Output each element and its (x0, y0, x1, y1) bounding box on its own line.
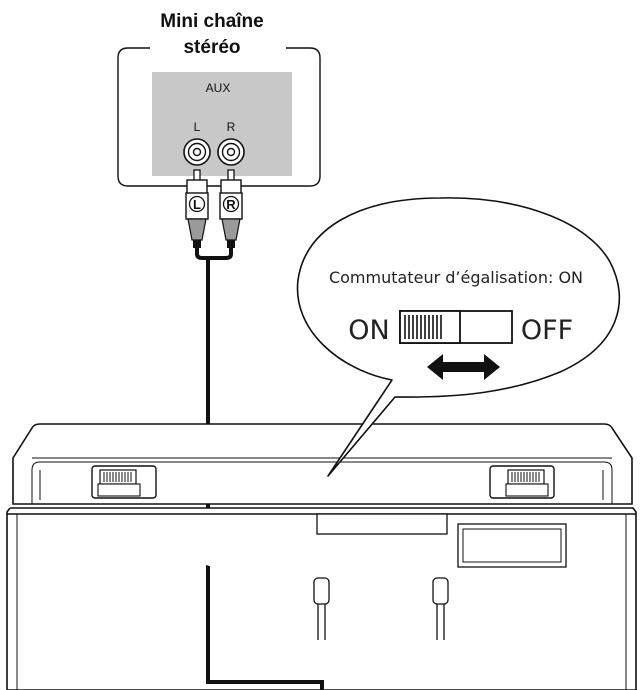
hinge-left-icon (91, 465, 157, 499)
rca-cable: L R (185, 169, 324, 690)
cable-clamp-right-icon (432, 577, 449, 640)
switch-off-label: OFF (521, 315, 573, 346)
callout-caption: Commutateur d’égalisation: ON (329, 268, 583, 287)
jack-left-label: L (194, 120, 201, 134)
equalizer-callout: Commutateur d’égalisation: ON ON OFF (296, 197, 621, 477)
jack-right-label: R (227, 120, 236, 134)
lid-inner (31, 461, 613, 504)
cable-wire-right (208, 248, 233, 260)
rear-label-plate (316, 513, 448, 535)
rating-plate-inner (462, 528, 562, 563)
rca-jack-left-icon[interactable] (183, 138, 211, 166)
hinge-right-icon (489, 465, 555, 499)
plug-right-label: R (226, 197, 236, 212)
switch-on-label: ON (348, 315, 389, 346)
turntable-lid (12, 423, 633, 505)
device-frame (117, 47, 321, 187)
device-title-line2: stéréo (183, 37, 240, 58)
equalizer-switch[interactable] (399, 310, 513, 344)
switch-knob[interactable] (399, 310, 461, 344)
cable-clamp-left-icon (313, 577, 330, 640)
mini-stereo-device: Mini chaîne stéréo AUX L R (117, 11, 321, 187)
plug-left-label: L (193, 197, 201, 212)
turntable (6, 423, 637, 690)
device-title-line1: Mini chaîne (160, 11, 263, 32)
rca-jack-right-icon[interactable] (217, 138, 245, 166)
aux-label: AUX (206, 81, 231, 95)
double-arrow-icon (427, 354, 500, 380)
rca-plug-right-icon[interactable] (219, 169, 243, 248)
rca-plug-left-icon[interactable] (185, 169, 209, 248)
switch-knob-grip (404, 315, 442, 339)
